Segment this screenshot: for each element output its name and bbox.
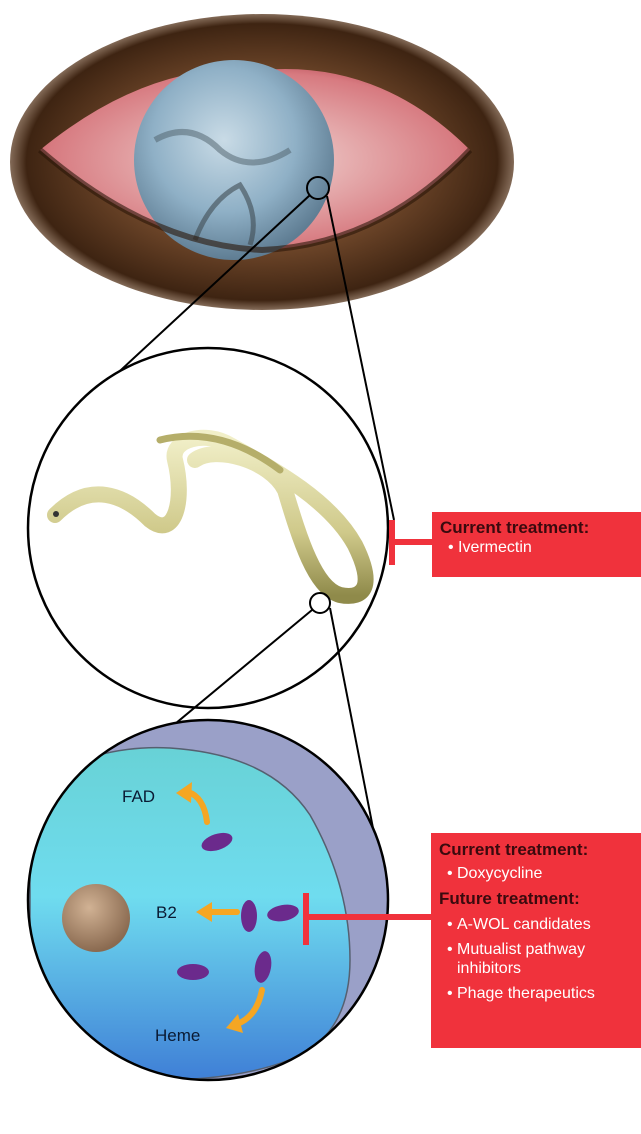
bullet: • [448,538,458,557]
label-b2: B2 [156,903,177,923]
box2-item-awol: A-WOL candidates [457,916,591,933]
box1-item: •Ivermectin [440,538,641,557]
label-fad: FAD [122,787,155,807]
box2-heading-future: Future treatment: [439,889,641,909]
box2-item-mutualist: Mutualist pathway inhibitors [457,940,637,978]
box2-item-future-1: •A-WOL candidates [439,915,641,934]
box2-heading-current: Current treatment: [439,840,641,860]
box2-item-future-3: •Phage therapeutics [439,984,641,1003]
bullet: • [447,915,457,934]
bullet: • [447,940,457,978]
cell-zoom-circle [28,720,388,1080]
box2-item-doxycycline: Doxycycline [457,865,542,882]
wolbachia-5 [177,964,209,980]
treatment-box-2: Current treatment: •Doxycycline Future t… [431,833,641,1048]
treatment-box-1: Current treatment: •Ivermectin [432,512,641,577]
eye-illustration [10,14,514,310]
wolbachia-2 [241,900,257,932]
box2-item-future-2: •Mutualist pathway inhibitors [439,940,641,978]
label-heme: Heme [155,1026,200,1046]
bullet: • [447,864,457,883]
worm-zoom-circle [28,348,388,708]
worm-head [53,511,59,517]
box1-heading: Current treatment: [440,518,641,538]
box2-item-phage: Phage therapeutics [457,985,595,1002]
box2-item-current: •Doxycycline [439,864,641,883]
nucleus [62,884,130,952]
bullet: • [447,984,457,1003]
box1-item-ivermectin: Ivermectin [458,539,532,556]
